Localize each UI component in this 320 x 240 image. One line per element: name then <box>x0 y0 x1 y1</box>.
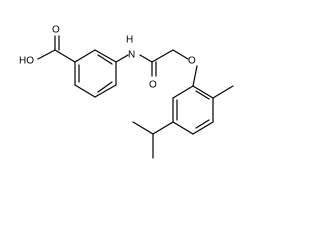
aryl-ring <box>172 85 214 135</box>
atom-label-amide-h: H <box>126 35 133 46</box>
amide-linkage: H N O <box>115 35 174 91</box>
isopropyl-group <box>132 121 174 159</box>
atom-label-amide-o: O <box>149 80 157 91</box>
chemical-structure: HO O H N O O <box>19 25 234 159</box>
carboxylic-acid-group: HO O <box>19 25 76 67</box>
atom-label-carbonyl-o: O <box>52 25 60 36</box>
benzoic-acid-ring <box>74 49 117 98</box>
ether-linkage: O <box>172 49 198 87</box>
atom-label-amide-n: N <box>128 50 135 61</box>
methyl-group <box>212 85 234 99</box>
atom-label-ho: HO <box>19 56 34 67</box>
atom-label-ether-o: O <box>188 56 196 67</box>
